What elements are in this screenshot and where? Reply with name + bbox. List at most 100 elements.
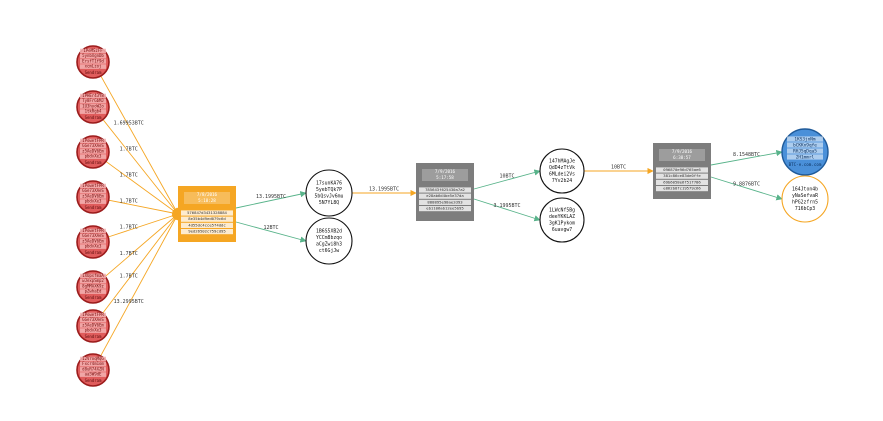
input-edge-4-label: 1.7BTC bbox=[120, 225, 138, 231]
hash-line-bg bbox=[419, 199, 471, 205]
input-address-node: 1PowetFPRGGe73XAeSz5AeDV6EmpbdvXe3Sendra… bbox=[76, 180, 110, 214]
transaction-1-hash-line: 9ed26502c759cd95 bbox=[188, 229, 226, 234]
transaction-1-time: 5:18:28 bbox=[198, 198, 216, 203]
input-edge-6-label: 1.7BTC bbox=[120, 273, 138, 279]
hash-line-bg bbox=[419, 187, 471, 193]
input-edge-1-label: 1.7BTC bbox=[120, 146, 138, 152]
transaction-2-hash-line: 888895e98ae2d93 bbox=[427, 199, 463, 204]
output-exchange-line: RHJ5qDqa5 bbox=[793, 149, 817, 155]
address-node-mid4-line: deeYKKLAZ bbox=[549, 214, 575, 220]
transaction-1-hash-line: 576847d3431328884 bbox=[187, 210, 227, 215]
input-edge-4 bbox=[108, 212, 179, 238]
address-line: 1tkRgb4 bbox=[85, 109, 102, 114]
input-edge-1 bbox=[102, 119, 179, 215]
address-node-mid2-circle bbox=[305, 217, 353, 265]
output-address-node-line: 716bCp3 bbox=[795, 206, 815, 212]
input-edge-6 bbox=[102, 213, 179, 314]
address-line-bg bbox=[80, 317, 106, 323]
transaction-1-hash-line: 4d55dc4cce5f4ddc bbox=[188, 222, 226, 227]
address-line: 5ynbXgnDb bbox=[82, 53, 104, 58]
input-edge-2-label: 1.7BTC bbox=[120, 173, 138, 179]
address-owner-label: Sendram bbox=[85, 334, 102, 339]
edge-tx1-mid2 bbox=[235, 221, 307, 243]
hash-line-bg bbox=[181, 229, 233, 235]
address-line-bg bbox=[80, 194, 106, 199]
address-line: pbdvXe3 bbox=[85, 328, 102, 333]
input-address-node: 1XUpsfmaAwJexpSmp28gMMAXK9zpZwhaEdSendra… bbox=[76, 270, 110, 304]
address-node-mid1-circle bbox=[305, 169, 353, 217]
address-line: z5AeDV6Em bbox=[82, 193, 104, 198]
transaction-3-date-bg bbox=[659, 149, 705, 161]
address-node-mid2-line: ct6GjJw bbox=[319, 248, 339, 254]
address-line: z5AeDV6Em bbox=[82, 322, 104, 327]
input-address-node: 1PHEr43Y8Ty8FrGbMJ1U3hyoW2o1tkRgb4Sendra… bbox=[76, 90, 110, 124]
address-line: 1PowetFPR bbox=[82, 228, 104, 233]
address-node-mid2-line: aCgZwi8h3 bbox=[316, 242, 342, 248]
output-address-node-line: 164Jton4b bbox=[792, 187, 818, 193]
address-line-bg bbox=[80, 284, 106, 289]
address-line: 1XUpsfmaA bbox=[82, 273, 104, 278]
input-edge-0-label: 1.69953BTC bbox=[114, 120, 144, 126]
address-node-mid3-line: 7Yv2b24 bbox=[552, 178, 572, 184]
address-line-bg bbox=[80, 244, 106, 249]
transaction-3-hash-line: 69b6058e6f51f786 bbox=[663, 179, 701, 184]
output-exchange-line: 1KS3jnNm bbox=[794, 137, 816, 143]
address-node-mid1-line: 5bQsvJv6mu bbox=[315, 194, 344, 200]
address-node-mid2-line: YCCm8bzqo bbox=[316, 235, 342, 241]
address-line: 12VroqMqG bbox=[82, 356, 104, 361]
address-owner-label: Sendram bbox=[85, 295, 102, 300]
edge-tx3-out-orange-label: 9.8876BTC bbox=[733, 182, 760, 188]
hash-line-bg bbox=[656, 186, 708, 192]
output-address-node-line: yNaSefvaR bbox=[792, 193, 818, 199]
address-line-bg bbox=[80, 64, 106, 69]
address-node-mid1-line: 5N7YL8Q bbox=[319, 200, 339, 206]
address-line: wJexpSmp2 bbox=[82, 278, 104, 283]
address-line: 1PHEr43Y8 bbox=[82, 93, 104, 98]
hash-line-bg bbox=[656, 179, 708, 185]
address-line-bg bbox=[787, 136, 823, 142]
input-edge-0 bbox=[100, 75, 179, 215]
address-line-bg bbox=[80, 183, 106, 189]
transaction-3: 7/9/20166:38:57096870e96d765ae6381c86ce8… bbox=[653, 143, 711, 199]
edge-mid3-tx3-label: 10BTC bbox=[611, 165, 626, 171]
address-node-mid2-line: 1B6S5XB2d bbox=[316, 229, 342, 235]
address-owner-label: Sendram bbox=[85, 160, 102, 165]
address-line-bg bbox=[80, 323, 106, 328]
address-line: Fxcr4m1om bbox=[82, 361, 104, 366]
output-exchange-line: bCKKn9qfe bbox=[793, 143, 817, 149]
address-line: pbdvXe3 bbox=[85, 199, 102, 204]
address-line: 1U3hyoW2o bbox=[82, 103, 104, 108]
edge-tx3-out-blue bbox=[710, 149, 783, 166]
input-address-node: 12VroqMqGFxcr4m1omd8uR74XZNaa5W9dESendra… bbox=[76, 353, 110, 387]
hash-line-bg bbox=[419, 193, 471, 199]
address-line-bg bbox=[80, 356, 106, 362]
transaction-2-hash-line: e28ab6d4be5e37da bbox=[426, 193, 464, 198]
output-address-node-circle bbox=[781, 175, 829, 223]
transaction-3-date: 7/9/2016 bbox=[672, 149, 693, 154]
edge-tx1-mid2-label: 12BTC bbox=[263, 225, 278, 231]
address-owner-label: Sendram bbox=[85, 205, 102, 210]
address-line: 1PeMSzFF bbox=[83, 48, 103, 53]
address-line-bg bbox=[80, 239, 106, 244]
hash-line-bg bbox=[181, 222, 233, 228]
address-line-bg bbox=[80, 109, 106, 114]
transaction-1-date-bg bbox=[184, 192, 230, 204]
address-owner-label: Sendram bbox=[85, 378, 102, 383]
edge-tx3-out-blue-label: 8.1548BTC bbox=[733, 152, 760, 158]
address-line-bg bbox=[80, 312, 106, 318]
edge-tx3-out-orange bbox=[710, 176, 783, 201]
transaction-3-hash-line: 381c86ce83de0ffe bbox=[663, 173, 701, 178]
edge-tx2-mid4 bbox=[473, 198, 541, 222]
address-line-bg bbox=[80, 93, 106, 99]
address-line-bg bbox=[787, 148, 823, 154]
transaction-3-hash-line: e862b8fc19579c66 bbox=[663, 186, 701, 191]
address-line-bg bbox=[80, 48, 106, 54]
hash-line-bg bbox=[181, 210, 233, 216]
address-node-mid1-line: 5yebTQk7P bbox=[316, 187, 342, 193]
address-line-bg bbox=[80, 273, 106, 279]
